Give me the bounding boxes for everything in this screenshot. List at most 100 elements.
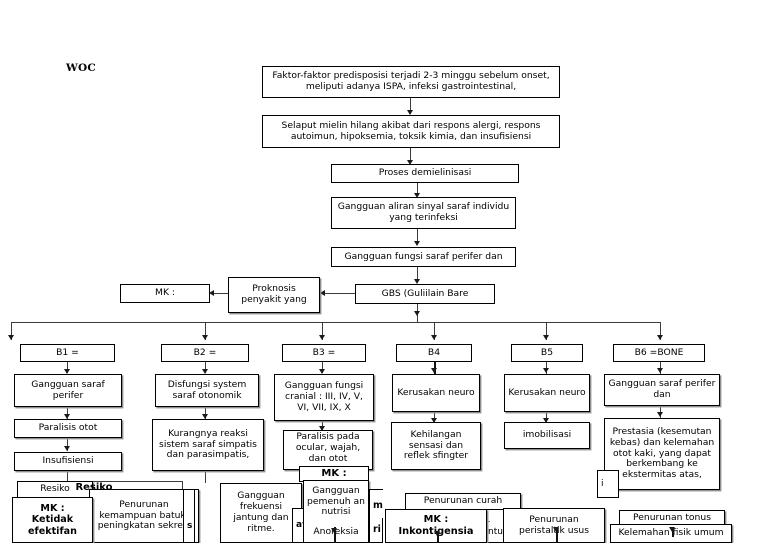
node-b4-kerusakan-neuro: Kerusakan neuro <box>392 374 480 412</box>
arrow-icon <box>8 335 14 340</box>
connector-proknosis-to-mk <box>211 293 228 295</box>
arrow-icon <box>414 241 420 246</box>
bus-drop-b2 <box>205 322 207 340</box>
arrow-icon <box>431 335 437 340</box>
node-b3-paralisis-ocular: Paralisis pada ocular, wajah, dan otot <box>283 430 373 470</box>
connector-b1-branch-right <box>182 481 184 490</box>
page-title: WOC <box>66 62 96 74</box>
node-b6-gangguan-saraf-perifer: Gangguan saraf perifer dan <box>604 374 720 406</box>
connector-b4-2 <box>434 412 436 423</box>
arrow-icon <box>407 160 413 165</box>
arrow-icon <box>657 335 663 340</box>
connector-b1-2 <box>67 407 69 419</box>
bus-drop-b6 <box>660 322 662 340</box>
arrow-icon <box>414 193 420 198</box>
arrow-icon <box>64 414 70 419</box>
node-b4-kehilangan-sensasi: Kehilangan sensasi dan reflek sfingter <box>391 422 481 470</box>
connector-b1-split <box>67 481 182 483</box>
arrow-icon <box>657 368 663 373</box>
node-b1-penurunan-kemampuan-batuk: Penurunan kemampuan batuk, peningkatan s… <box>89 489 199 543</box>
connector-b1-3 <box>67 438 69 451</box>
arrow-icon <box>431 418 437 423</box>
node-b1-label: B1 = <box>20 344 115 362</box>
arrow-icon <box>543 368 549 373</box>
arrow-icon <box>407 110 413 115</box>
connector-b3-anoreksia-down <box>334 527 336 543</box>
arrow-icon <box>414 279 420 284</box>
arrow-icon <box>320 290 325 296</box>
node-b1-insufisiensi: Insufisiensi <box>14 452 122 471</box>
arrow-icon <box>414 311 420 316</box>
connector-b4-mk-down <box>437 531 439 543</box>
connector-peristaltik-down <box>556 527 558 543</box>
arrow-icon <box>202 414 208 419</box>
arrow-icon <box>331 528 337 533</box>
node-b5-penurunan-peristaltik-usus: Penurunan peristaltik usus <box>503 508 605 543</box>
arrow-icon <box>657 412 663 417</box>
node-faktor-predisposisi: Faktor-faktor predisposisi terjadi 2-3 m… <box>262 66 560 98</box>
arrow-icon <box>202 369 208 374</box>
bus-drop-b5 <box>546 322 548 340</box>
arrow-icon <box>202 335 208 340</box>
connector-gbs-to-proknosis <box>322 293 355 295</box>
bus-drop-b3 <box>322 322 324 340</box>
node-selaput-mielin: Selaput mielin hilang akibat dari respon… <box>262 115 560 148</box>
node-b3-label: B3 = <box>282 344 366 362</box>
node-b4-mk-inkontigensia: MK : Inkontigensia <box>385 509 487 543</box>
node-mk-kiri: MK : <box>120 284 210 303</box>
node-gbs: GBS (Guliilain Bare <box>355 284 495 304</box>
distribution-bus <box>11 322 661 324</box>
node-fragment-ri: ri <box>369 518 383 543</box>
node-b2-gangguan-frekuensi-jantung: Gangguan frekuensi jantung dan ritme. <box>220 483 302 543</box>
node-b1-mk-ketidak-efektifan: MK : Ketidak efektifan <box>12 497 93 543</box>
connector-fungsi-to-gbs <box>417 267 419 282</box>
node-b2-label: B2 = <box>161 344 249 362</box>
arrow-icon <box>543 418 549 423</box>
connector-mielin-to-demielinisasi <box>410 148 412 163</box>
arrow-icon <box>553 527 559 532</box>
node-b3-gangguan-fungsi-cranial: Gangguan fungsi cranial : III, IV, V, VI… <box>274 374 374 421</box>
node-b4-label: B4 <box>396 344 472 362</box>
node-b5-imobilisasi: imobilisasi <box>504 422 590 449</box>
arrow-icon <box>319 426 325 431</box>
node-b6-penurunan-tonus: Penurunan tonus <box>619 510 725 527</box>
arrow-icon <box>431 368 437 373</box>
node-b2-disfungsi-otonomik: Disfungsi system saraf otonomik <box>155 374 259 407</box>
arrow-icon <box>209 290 214 296</box>
node-b6-label: B6 =BONE <box>613 344 705 362</box>
connector-b2-3 <box>205 471 207 483</box>
arrow-icon <box>669 527 675 532</box>
node-proknosis: Proknosis penyakit yang <box>228 277 320 313</box>
node-gangguan-aliran-sinyal: Gangguan aliran sinyal saraf individu ya… <box>331 197 516 229</box>
connector-b5-2 <box>546 412 548 423</box>
node-b1-paralisis-otot: Paralisis otot <box>14 419 122 438</box>
connector-b1 <box>67 362 69 373</box>
node-fragment-s: s <box>183 511 195 543</box>
bus-drop-b4 <box>434 322 436 340</box>
node-b5-kerusakan-neuro: Kerusakan neuro <box>504 374 590 412</box>
connector-b6-down <box>672 527 674 537</box>
arrow-icon <box>319 335 325 340</box>
connector-predisposisi-to-mielin <box>410 98 412 114</box>
node-proses-demielinisasi: Proses demielinisasi <box>331 164 519 183</box>
arrow-icon <box>64 446 70 451</box>
node-b1-gangguan-saraf-perifer: Gangguan saraf perifer <box>14 374 122 407</box>
connector-b2 <box>205 362 207 373</box>
arrow-icon <box>434 531 440 536</box>
node-fragment-i: i <box>597 470 619 498</box>
connector-sinyal-to-fungsi <box>417 229 419 245</box>
arrow-icon <box>543 335 549 340</box>
connector-demielinisasi-to-sinyal <box>417 183 419 196</box>
connector-b2-2 <box>205 407 207 419</box>
connector-b1-4 <box>67 471 69 482</box>
node-b5-label: B5 <box>511 344 583 362</box>
bus-drop-b1 <box>11 322 13 340</box>
connector-b3 <box>322 362 324 373</box>
node-b1-resiko-bold: Resiko <box>75 482 113 494</box>
arrow-icon <box>64 369 70 374</box>
node-b2-kurangnya-reaksi: Kurangnya reaksi sistem saraf simpatis d… <box>152 419 264 471</box>
node-b6-prestasia: Prestasia (kesemutan kebas) dan kelemaha… <box>604 418 720 490</box>
node-b3-gangguan-pemenuhan-nutrisi: Gangguan pemenuh an nutrisi <box>303 480 369 524</box>
node-gangguan-fungsi-saraf-perifer: Gangguan fungsi saraf perifer dan <box>331 247 516 267</box>
